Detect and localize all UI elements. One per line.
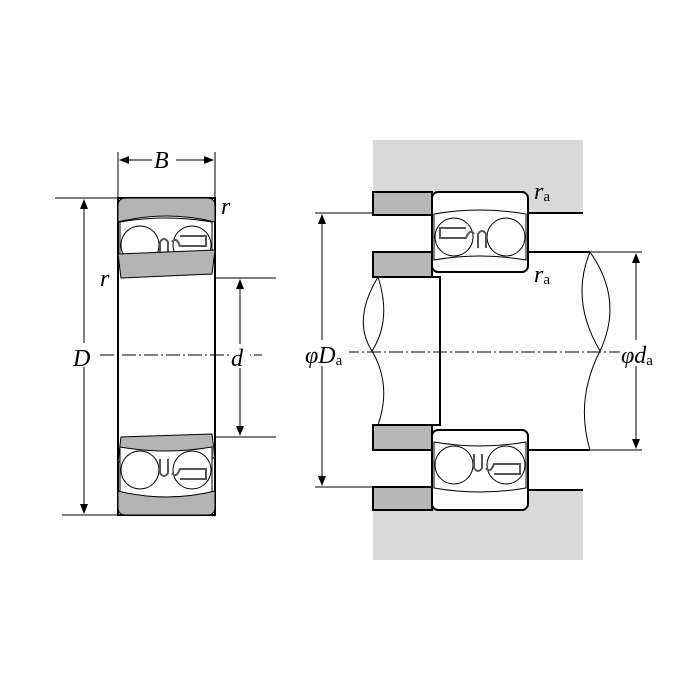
label-ra-housing: ra [534, 179, 550, 205]
outer-ring-top [117, 197, 216, 223]
ball-row-bottom [119, 446, 213, 498]
shaft [378, 276, 441, 426]
spacer-bottom-outer [372, 486, 433, 511]
mounting-section [362, 140, 611, 560]
spacer-bottom-inner [372, 424, 433, 451]
label-D: D [72, 346, 90, 372]
outer-ring-bottom [117, 490, 216, 516]
inner-ring-top [117, 249, 216, 279]
label-da: φda [621, 343, 653, 369]
label-Da: φDa [305, 343, 343, 369]
label-B: B [154, 148, 169, 174]
spacer-top-inner [372, 251, 433, 278]
label-r-side: r [100, 266, 110, 292]
spacer-top-outer [372, 191, 433, 216]
label-d: d [231, 346, 244, 372]
ball-row-top-mounted [433, 209, 527, 261]
label-ra-shaft: ra [534, 262, 550, 288]
label-r-top: r [221, 194, 231, 220]
ball-row-bottom-mounted [433, 441, 527, 493]
bearing-section [117, 197, 216, 516]
